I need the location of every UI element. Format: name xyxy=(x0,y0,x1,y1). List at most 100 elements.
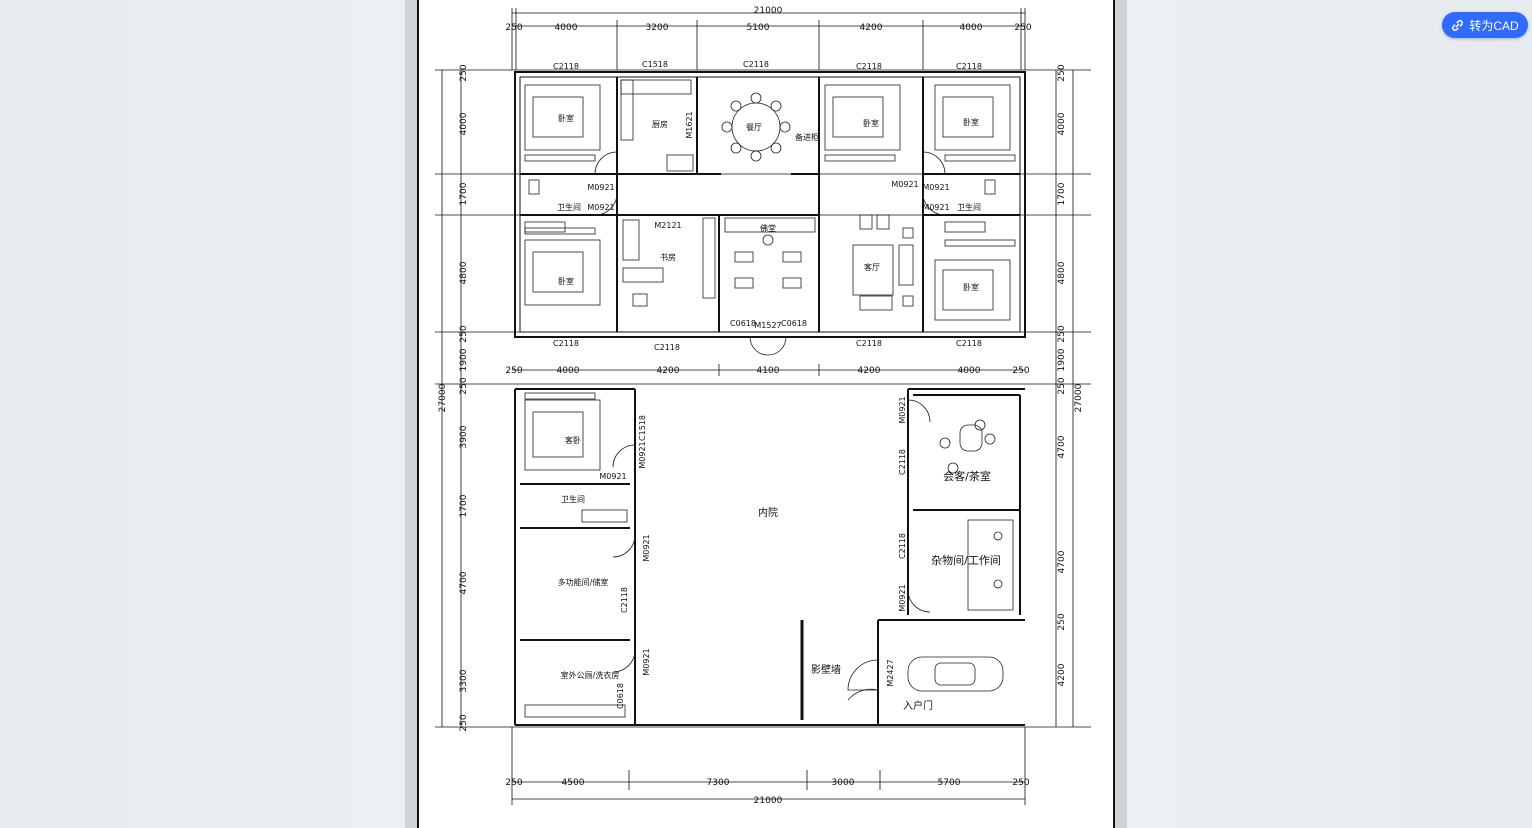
dim-bottom-total: 21000 xyxy=(754,796,783,806)
window-label-mid-3: C2118 xyxy=(956,339,982,348)
room-bathroom-e: 卫生间 xyxy=(957,202,981,212)
dim-top-3: 5100 xyxy=(747,23,770,33)
dim-left-0: 250 xyxy=(459,64,469,81)
room-shrine: 佛堂 xyxy=(760,223,776,233)
room-multi-purpose: 多功能间/储室 xyxy=(558,577,609,587)
dim-left-total: 27000 xyxy=(438,383,448,412)
door-label-c2118-e2: C2118 xyxy=(898,533,907,559)
drawing-sheet xyxy=(405,0,1127,828)
dim-top-5: 4000 xyxy=(960,23,983,33)
dim-bottom-5: 250 xyxy=(1012,778,1029,788)
dim-mid-0: 250 xyxy=(505,366,522,376)
window-label-top-4: C2118 xyxy=(956,62,982,71)
dim-left-7: 3900 xyxy=(459,425,469,448)
dim-bottom-0: 250 xyxy=(505,778,522,788)
dim-left-1: 4000 xyxy=(459,112,469,135)
door-label-m0921-c: M0921 xyxy=(891,180,918,189)
dim-top-0: 250 xyxy=(505,23,522,33)
door-label-m0921-i: M0921 xyxy=(642,648,651,675)
dim-top-1: 4000 xyxy=(555,23,578,33)
dim-right-3: 4800 xyxy=(1057,261,1067,284)
room-living: 客厅 xyxy=(864,262,880,272)
window-label-mid-1: C2118 xyxy=(654,343,680,352)
door-label-c1518-v: C1518 xyxy=(638,415,647,441)
dim-left-4: 250 xyxy=(459,325,469,342)
door-label-c2118-e1: C2118 xyxy=(898,449,907,475)
door-label-c0618a: C0618 xyxy=(730,319,756,328)
room-storage: 杂物间/工作间 xyxy=(931,553,1001,567)
dim-right-total: 27000 xyxy=(1074,383,1084,412)
door-label-m2427: M2427 xyxy=(886,659,895,686)
door-label-m1527: M1527 xyxy=(754,321,781,330)
dim-left-11: 250 xyxy=(459,714,469,731)
room-bathroom-w: 卫生间 xyxy=(557,202,581,212)
dim-right-6: 250 xyxy=(1057,377,1067,394)
link-icon xyxy=(1452,19,1464,31)
door-label-c0618b: C0618 xyxy=(781,319,807,328)
dim-mid-4: 4200 xyxy=(858,366,881,376)
room-bedroom-se: 卧室 xyxy=(963,282,979,292)
dim-top-total: 21000 xyxy=(754,6,783,16)
dim-bottom-4: 5700 xyxy=(938,778,961,788)
room-bedroom-ne1: 卧室 xyxy=(863,118,879,128)
dim-mid-2: 4200 xyxy=(657,366,680,376)
door-label-m0921-j: M0921 xyxy=(898,396,907,423)
door-label-m2121: M2121 xyxy=(654,221,681,230)
door-label-c2118-w: C2118 xyxy=(620,587,629,613)
dim-left-9: 4700 xyxy=(459,571,469,594)
dim-left-2: 1700 xyxy=(459,182,469,205)
window-label-top-1: C1518 xyxy=(642,60,668,69)
door-label-c0618-v: C0618 xyxy=(616,683,625,709)
door-label-m0921-f: M0921 xyxy=(599,472,626,481)
window-label-mid-0: C2118 xyxy=(553,339,579,348)
dim-mid-6: 250 xyxy=(1012,366,1029,376)
window-label-top-2: C2118 xyxy=(743,60,769,69)
window-label-mid-2: C2118 xyxy=(856,339,882,348)
room-outdoor-laundry: 室外公厕/洗衣房 xyxy=(561,670,620,680)
dim-left-5: 1900 xyxy=(459,348,469,371)
walls xyxy=(514,71,1026,726)
dim-left-6: 250 xyxy=(459,377,469,394)
label-screen-wall: 影壁墙 xyxy=(811,663,841,676)
room-courtyard: 内院 xyxy=(758,506,778,519)
door-label-m0921-a: M0921 xyxy=(587,183,614,192)
dim-top-2: 3200 xyxy=(646,23,669,33)
door-label-m0921-g: M0921 xyxy=(638,441,647,468)
room-kitchen: 厨房 xyxy=(652,119,668,129)
dim-left-3: 4800 xyxy=(459,261,469,284)
door-label-m0921-b: M0921 xyxy=(587,203,614,212)
dim-right-4: 250 xyxy=(1057,325,1067,342)
room-bedroom-sw: 卧室 xyxy=(558,276,574,286)
room-tea-room: 会客/茶室 xyxy=(943,469,991,483)
dimension-lines xyxy=(435,8,1091,805)
dim-mid-1: 4000 xyxy=(557,366,580,376)
room-pantry: 备进柜 xyxy=(795,132,819,142)
door-label-m0921-e: M0921 xyxy=(922,203,949,212)
dim-bottom-2: 7300 xyxy=(707,778,730,788)
window-label-top-3: C2118 xyxy=(856,62,882,71)
window-label-top-0: C2118 xyxy=(553,62,579,71)
dim-top-6: 250 xyxy=(1014,23,1031,33)
door-label-m0921-d: M0921 xyxy=(922,183,949,192)
door-label-m1621: M1621 xyxy=(685,111,694,138)
dim-right-2: 1700 xyxy=(1057,182,1067,205)
dim-right-5: 1900 xyxy=(1057,348,1067,371)
dim-right-9: 250 xyxy=(1057,613,1067,630)
dim-right-1: 4000 xyxy=(1057,112,1067,135)
dim-right-8: 4700 xyxy=(1057,550,1067,573)
dim-mid-3: 4100 xyxy=(757,366,780,376)
room-bedroom-nw: 卧室 xyxy=(558,113,574,123)
dim-right-7: 4700 xyxy=(1057,435,1067,458)
dim-bottom-3: 3000 xyxy=(832,778,855,788)
room-master-bedroom: 客卧 xyxy=(565,435,581,445)
door-label-m0921-h: M0921 xyxy=(642,534,651,561)
viewer-background-left xyxy=(0,0,405,828)
dim-mid-5: 4000 xyxy=(958,366,981,376)
convert-to-cad-button[interactable]: 转为CAD xyxy=(1442,12,1528,38)
dim-bottom-1: 4500 xyxy=(562,778,585,788)
door-label-m0921-k: M0921 xyxy=(898,584,907,611)
dim-top-4: 4200 xyxy=(860,23,883,33)
dim-right-10: 4200 xyxy=(1057,663,1067,686)
room-bedroom-ne2: 卧室 xyxy=(963,117,979,127)
room-study: 书房 xyxy=(660,252,676,262)
